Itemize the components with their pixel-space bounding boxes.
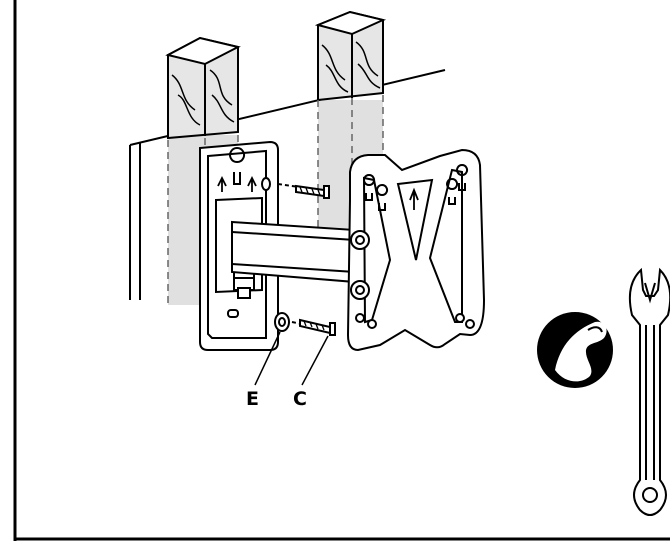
lag-screw-icon: [291, 318, 336, 336]
vesa-plate-icon: [346, 148, 486, 352]
page-border: [13, 0, 670, 541]
wood-stud-icon: [314, 10, 387, 102]
callout-label-screw: C: [293, 388, 307, 410]
callout-label-washer: E: [246, 388, 259, 410]
lag-screw-icon: [277, 183, 330, 199]
strength-flex-icon: [537, 312, 613, 388]
callout-leaders: [254, 331, 329, 386]
wood-stud-icon: [165, 36, 241, 140]
wrench-icon: [628, 267, 670, 516]
swing-arm: [231, 220, 356, 284]
washer-icon: [274, 312, 290, 332]
